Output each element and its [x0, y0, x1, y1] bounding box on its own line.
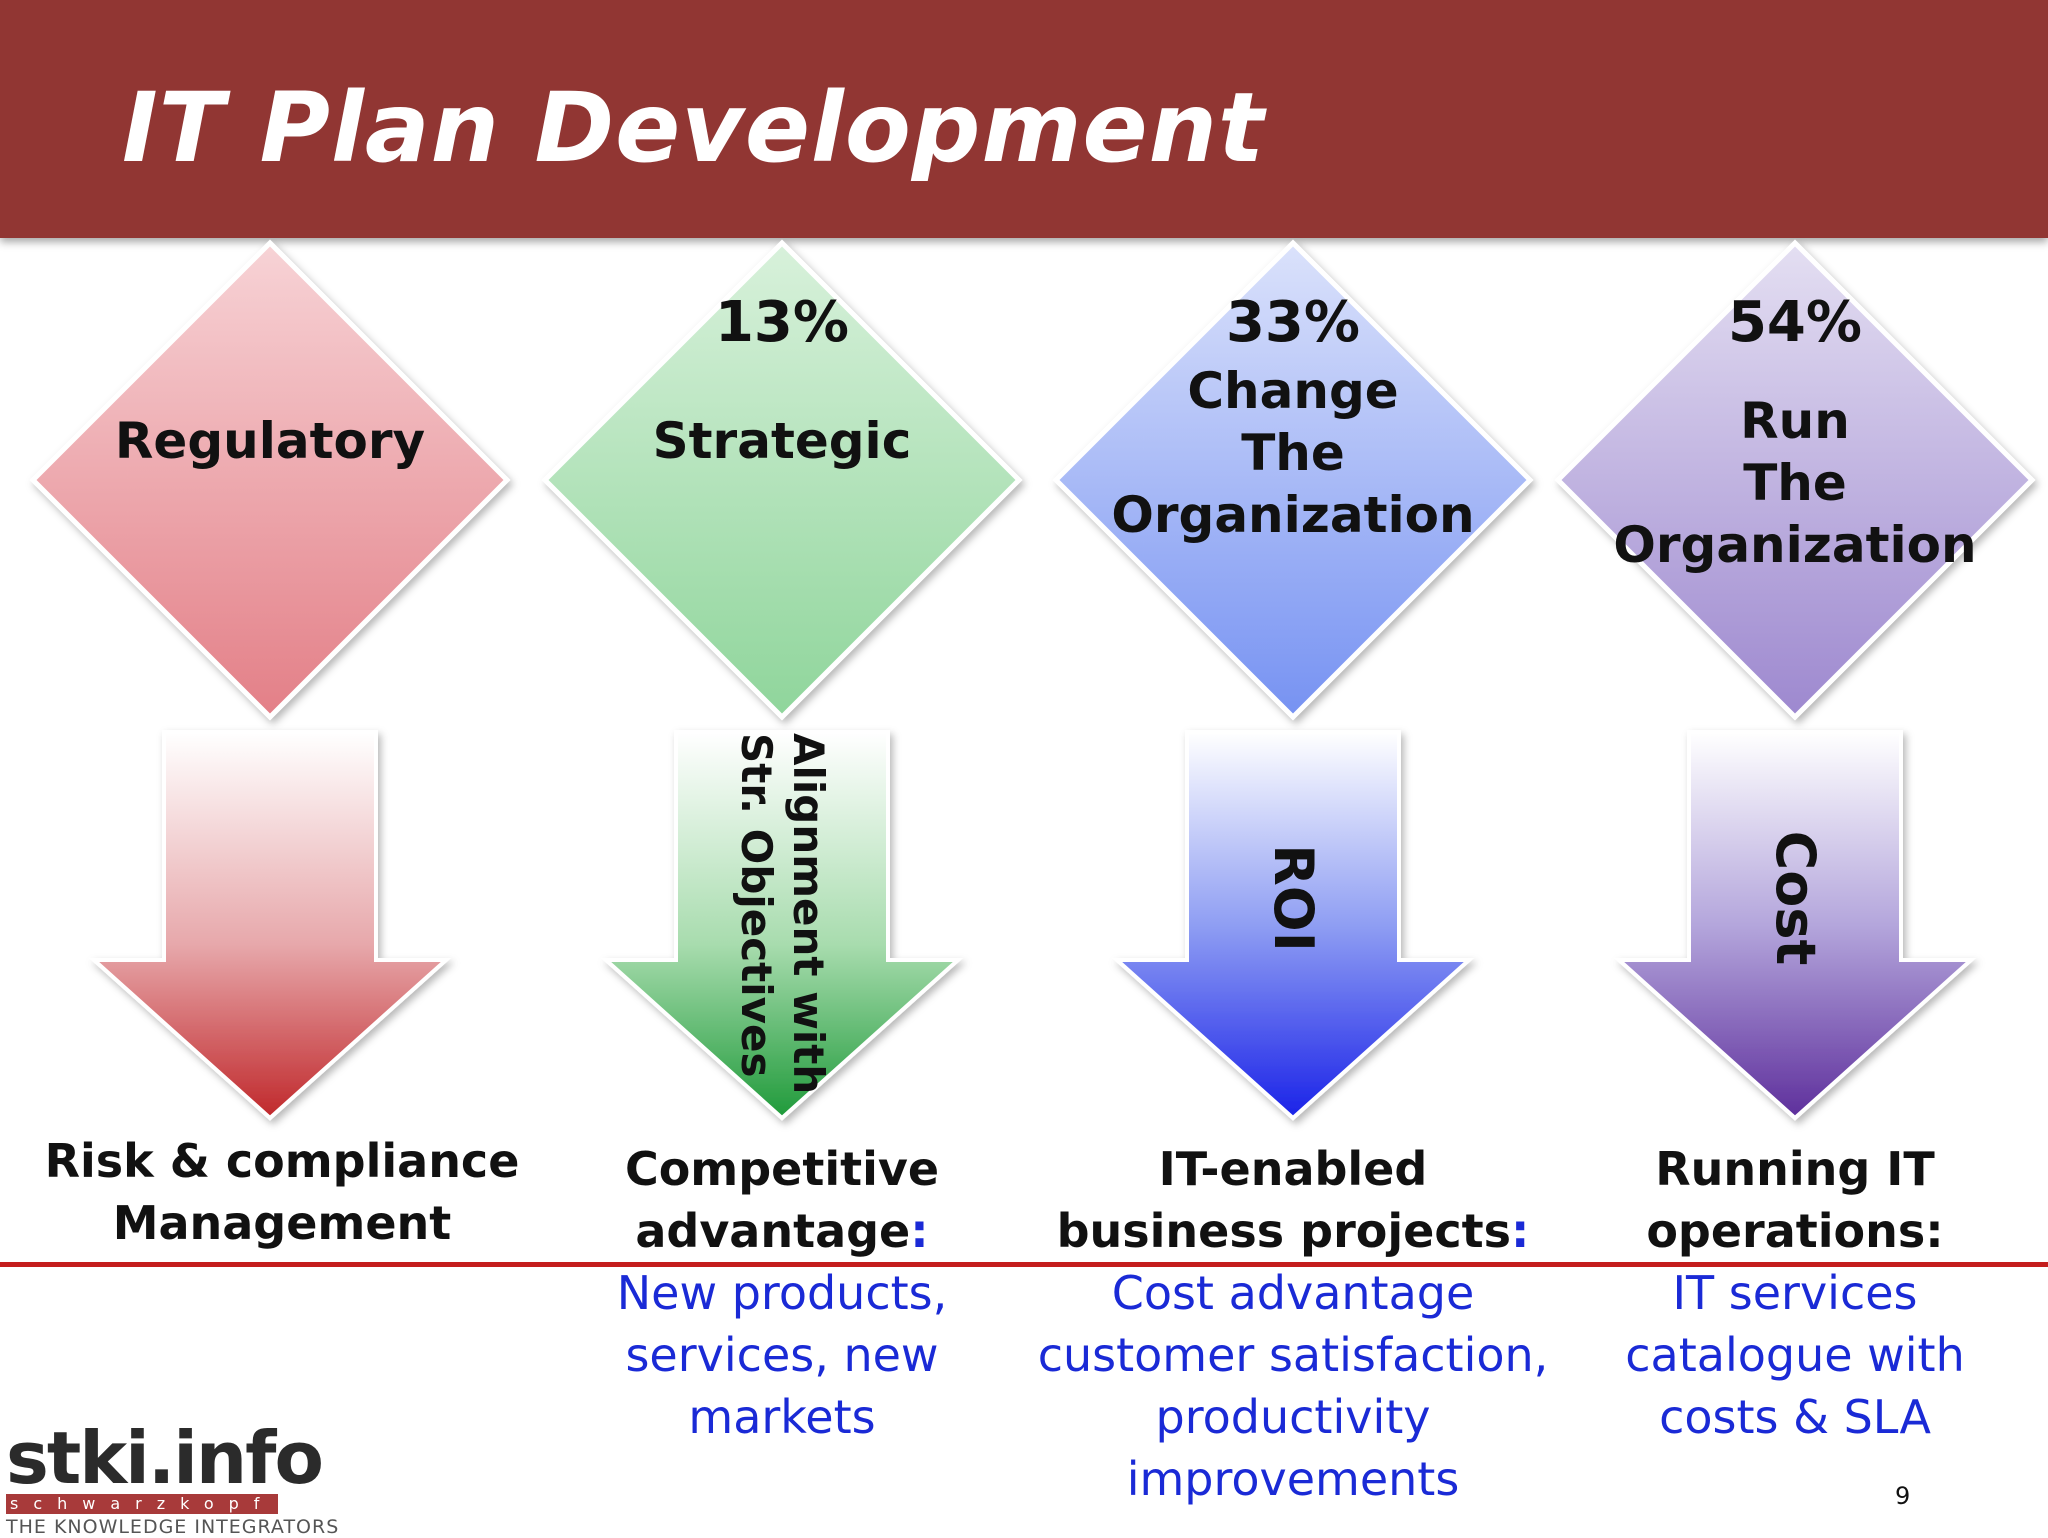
down-arrow-3 — [1111, 730, 1475, 1121]
percent-label-4: 54% — [1727, 290, 1863, 355]
outcome-1-heading-1: Risk & compliance — [44, 1134, 520, 1188]
diamond-3-line-3: Organization — [1111, 486, 1475, 544]
stki-logo: stki.info schwarzkopf THE KNOWLEDGE INTE… — [6, 1422, 339, 1538]
page-number: 9 — [1895, 1482, 1911, 1510]
diamond-3-line-1: Change — [1187, 362, 1399, 420]
arrow-3-text-1: ROI — [1262, 844, 1325, 952]
outcome-3-detail-3: productivity — [1155, 1390, 1431, 1444]
outcome-3: IT-enabled business projects: Cost advanta… — [1013, 1138, 1573, 1510]
title-bar — [0, 0, 2048, 238]
percent-label-2: 13% — [714, 290, 850, 355]
outcome-2-detail-1: New products, — [616, 1266, 948, 1320]
outcome-4-detail-3: costs & SLA — [1659, 1390, 1931, 1444]
outcome-2-detail-3: markets — [688, 1390, 876, 1444]
diamond-4 — [1554, 239, 2036, 721]
outcome-4-heading-1: Running IT — [1655, 1142, 1935, 1196]
percent-label-3: 33% — [1225, 290, 1361, 355]
diamond-1-line-1: Regulatory — [114, 412, 426, 470]
down-arrow-2 — [600, 730, 964, 1121]
outcome-3-detail-1: Cost advantage — [1111, 1266, 1475, 1320]
down-arrow-4 — [1613, 730, 1977, 1121]
outcome-3-detail-4: improvements — [1126, 1452, 1460, 1506]
diamond-2 — [541, 239, 1023, 721]
outcome-4-detail-1: IT services — [1672, 1266, 1918, 1320]
diamond-4-line-3: Organization — [1613, 516, 1977, 574]
outcome-2-detail-2: services, new — [625, 1328, 939, 1382]
outcome-2-heading-2: advantage: — [635, 1204, 929, 1258]
outcome-2-heading-1: Competitive — [624, 1142, 940, 1196]
arrow-4-text-1: Cost — [1764, 830, 1827, 966]
diamond-4-line-2: The — [1743, 454, 1847, 512]
diamond-3 — [1052, 239, 1534, 721]
outcome-3-detail-2: customer satisfaction, — [1037, 1328, 1549, 1382]
outcome-4: Running IT operations: IT services catalogu… — [1515, 1138, 2048, 1448]
down-arrow-1 — [88, 730, 452, 1121]
outcome-3-heading-1: IT-enabled — [1158, 1142, 1428, 1196]
logo-text: stki.info — [6, 1416, 324, 1500]
diamond-4-line-1: Run — [1740, 392, 1850, 450]
diamond-3-line-2: The — [1241, 424, 1345, 482]
slide-title: IT Plan Development — [122, 72, 1265, 184]
divider-line — [0, 1262, 2048, 1267]
diamond-1 — [29, 239, 511, 721]
logo-strip: schwarzkopf — [6, 1494, 278, 1514]
logo-tagline: THE KNOWLEDGE INTEGRATORS — [6, 1516, 340, 1538]
outcome-2: Competitive advantage: New products, servic… — [502, 1138, 1062, 1448]
outcome-4-detail-2: catalogue with — [1625, 1328, 1965, 1382]
arrow-2-text-2: Str. Objectives — [732, 733, 781, 1078]
outcome-3-heading-2: business projects: — [1056, 1204, 1530, 1258]
arrow-2-text-1: Alignment with — [784, 733, 833, 1095]
outcome-4-heading-2: operations: — [1646, 1204, 1944, 1258]
diamond-2-line-1: Strategic — [652, 412, 912, 470]
outcome-1-heading-2: Management — [112, 1196, 452, 1250]
